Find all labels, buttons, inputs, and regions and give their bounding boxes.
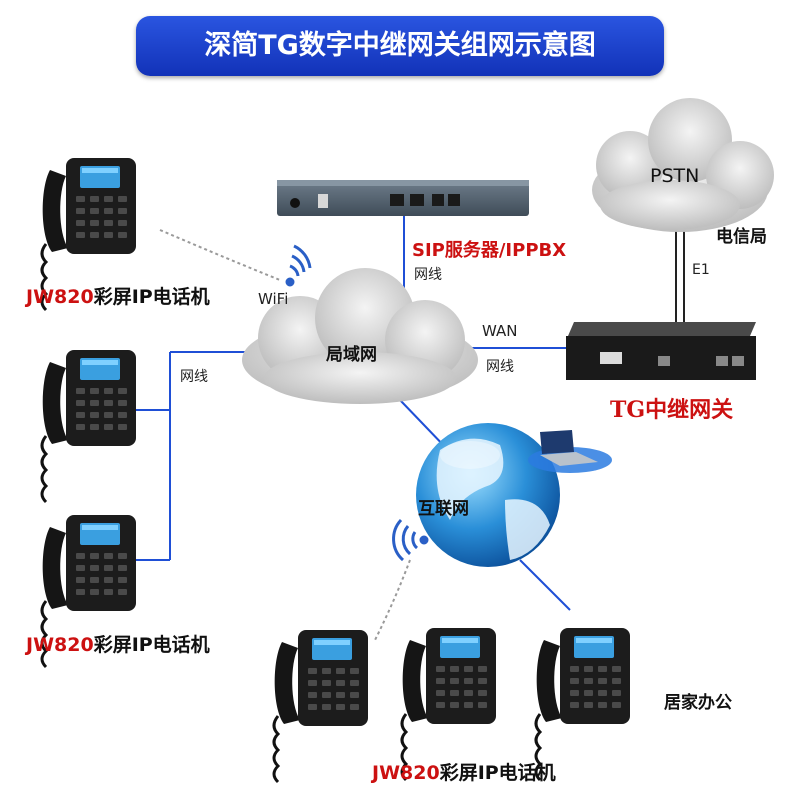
internet-label: 互联网 [418, 499, 469, 519]
connection-lines [130, 175, 685, 641]
pstn-cloud [592, 98, 774, 232]
internet-to-home-line [519, 559, 571, 611]
wifi-label: WiFi [258, 290, 289, 308]
tg-gateway-label: TG中继网关 [610, 397, 734, 423]
phone-desc: 彩屏IP电话机 [439, 762, 556, 784]
pstn-label: PSTN [650, 165, 700, 187]
gateway-cable-label: 网线 [486, 359, 514, 375]
phone-label-middle: JW820彩屏IP电话机 [26, 630, 210, 657]
phone-desc: 彩屏IP电话机 [93, 634, 210, 656]
ip-phone-2 [40, 348, 138, 504]
laptop-icon [528, 430, 612, 473]
home-wifi-dotted-link [374, 559, 411, 641]
wan-label: WAN [482, 322, 518, 340]
phones-cable-label: 网线 [180, 369, 208, 385]
phone-model: JW820 [372, 762, 440, 784]
ip-phone-home-1 [272, 628, 370, 784]
lan-label: 局域网 [326, 345, 377, 365]
internet-globe [416, 423, 560, 567]
phone-label-bottom: JW820彩屏IP电话机 [372, 758, 556, 785]
home-wifi-icon [392, 518, 429, 562]
e1-label: E1 [692, 262, 710, 278]
lan-cloud [242, 268, 478, 404]
phone-model: JW820 [26, 634, 94, 656]
sip-server-label: SIP服务器/IPPBX [412, 240, 567, 261]
phone-label-top: JW820彩屏IP电话机 [26, 282, 210, 309]
telecom-label: 电信局 [716, 227, 767, 247]
diagram-title: 深简TG数字中继网关组网示意图 [136, 16, 664, 76]
home-office-label: 居家办公 [664, 693, 732, 713]
sip-cable-label: 网线 [414, 267, 442, 283]
sip-server-device [277, 180, 529, 216]
phone-model: JW820 [26, 286, 94, 308]
tg-gateway-device [566, 322, 756, 380]
wifi-icon [285, 244, 312, 287]
wifi-dotted-link [159, 229, 281, 281]
phone-desc: 彩屏IP电话机 [93, 286, 210, 308]
